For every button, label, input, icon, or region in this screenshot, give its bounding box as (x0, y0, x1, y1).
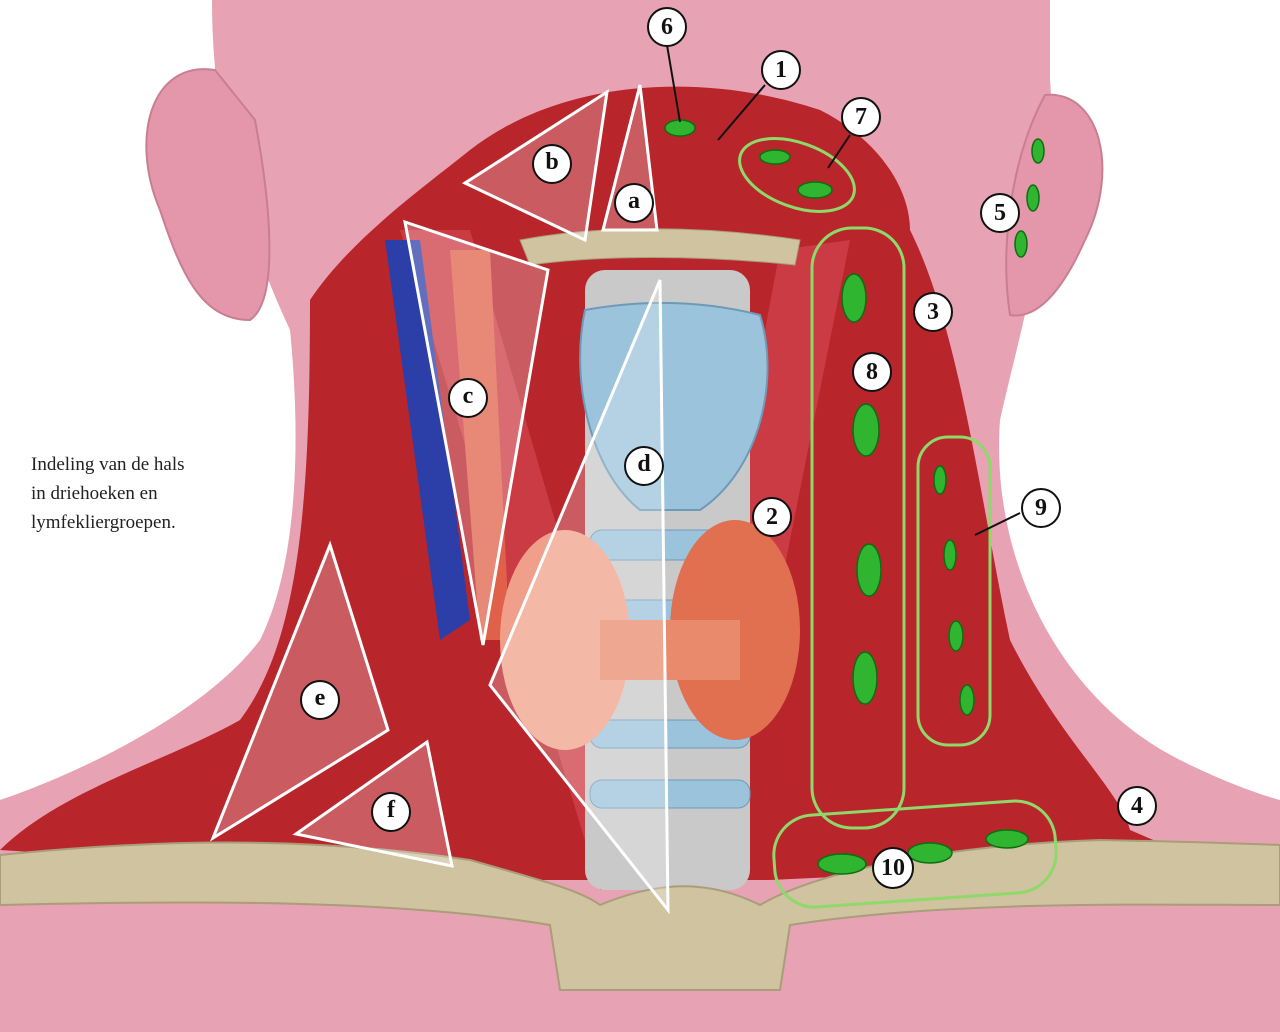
caption-line-1: Indeling van de hals (31, 454, 185, 475)
svg-text:7: 7 (855, 104, 867, 130)
svg-text:f: f (387, 797, 396, 823)
label-f: f (371, 792, 411, 832)
label-10: 10 (872, 847, 914, 889)
svg-text:d: d (637, 451, 651, 477)
jugular-vein (385, 240, 470, 640)
clavicles (0, 838, 1280, 991)
lymph-nodes (664, 119, 1045, 875)
label-d: d (624, 446, 664, 486)
caption: Indeling van de hals in driehoeken en ly… (31, 450, 185, 537)
svg-text:8: 8 (866, 359, 878, 385)
carotid-artery (450, 250, 510, 640)
label-2: 2 (752, 497, 792, 537)
svg-text:e: e (315, 685, 326, 711)
label-a: a (614, 183, 654, 223)
svg-text:4: 4 (1131, 793, 1143, 819)
svg-text:5: 5 (994, 200, 1006, 226)
leader-lines (666, 44, 1021, 536)
svg-text:10: 10 (881, 855, 905, 881)
caption-line-2: in driehoeken en (31, 483, 158, 504)
label-9: 9 (1021, 488, 1061, 528)
triangle-e (209, 540, 390, 842)
label-5: 5 (980, 193, 1020, 233)
label-e: e (300, 680, 340, 720)
svg-text:2: 2 (766, 504, 778, 530)
svg-text:6: 6 (661, 14, 673, 40)
label-1: 1 (761, 50, 801, 90)
label-8: 8 (852, 352, 892, 392)
group-10-outline (772, 799, 1058, 909)
svg-text:b: b (545, 149, 558, 175)
group-8-outline (810, 226, 906, 830)
caption-line-3: lymfekliergroepen. (31, 512, 176, 533)
thyroid-isthmus (600, 620, 740, 680)
svg-text:c: c (463, 383, 474, 409)
label-7: 7 (841, 97, 881, 137)
label-c: c (448, 378, 488, 418)
triangle-c (403, 219, 550, 646)
svg-text:a: a (628, 188, 640, 214)
label-b: b (532, 144, 572, 184)
svg-text:9: 9 (1035, 495, 1047, 521)
svg-text:3: 3 (927, 299, 939, 325)
svg-text:1: 1 (775, 57, 787, 83)
label-6: 6 (647, 7, 687, 47)
group-9-outline (916, 435, 992, 747)
group-7-outline (738, 137, 856, 213)
ear-right (1005, 93, 1104, 317)
label-3: 3 (913, 292, 953, 332)
triangle-d (488, 279, 670, 915)
label-4: 4 (1117, 786, 1157, 826)
ear-left (145, 68, 271, 322)
